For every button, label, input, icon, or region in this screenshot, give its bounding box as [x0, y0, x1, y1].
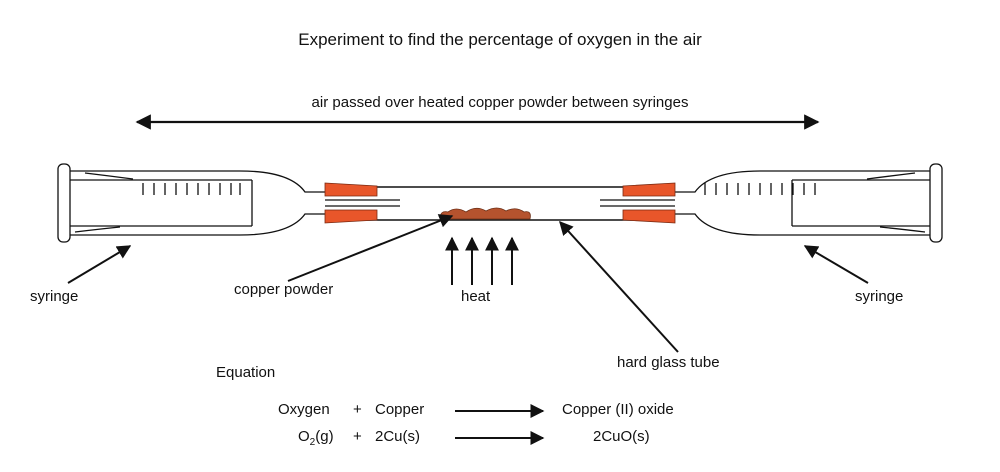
right-syringe-graduations	[704, 183, 816, 195]
symbol-copper: 2Cu(s)	[375, 428, 421, 445]
pointer-syringe-right	[803, 245, 869, 284]
pointer-copper-powder	[287, 214, 454, 282]
right-bung	[600, 182, 676, 224]
arrow-caption: air passed over heated copper powder bet…	[311, 94, 689, 111]
label-syringe-left: syringe	[30, 288, 79, 305]
copper-powder	[439, 207, 531, 220]
symbol-plus: +	[353, 428, 362, 445]
heat-arrows	[445, 236, 519, 285]
label-syringe-right: syringe	[855, 288, 904, 305]
word-copper-oxide: Copper (II) oxide	[562, 401, 674, 418]
pointer-glass-tube	[559, 220, 679, 353]
left-syringe	[57, 163, 325, 243]
hard-glass-tube	[355, 186, 650, 221]
pointer-syringe-left	[67, 245, 132, 284]
left-bung	[324, 182, 400, 224]
label-hard-glass-tube: hard glass tube	[617, 354, 720, 371]
diagram-title: Experiment to find the percentage of oxy…	[298, 30, 702, 49]
right-syringe	[675, 163, 943, 243]
symbol-oxygen: O2(g)	[298, 428, 334, 448]
symbol-copper-oxide: 2CuO(s)	[593, 428, 650, 445]
word-oxygen: Oxygen	[278, 401, 330, 418]
label-copper-powder: copper powder	[234, 281, 334, 298]
word-plus: +	[353, 401, 362, 418]
equation-heading: Equation	[216, 364, 276, 381]
word-copper: Copper	[375, 401, 425, 418]
label-heat: heat	[461, 288, 491, 305]
left-syringe-graduations	[142, 183, 241, 195]
